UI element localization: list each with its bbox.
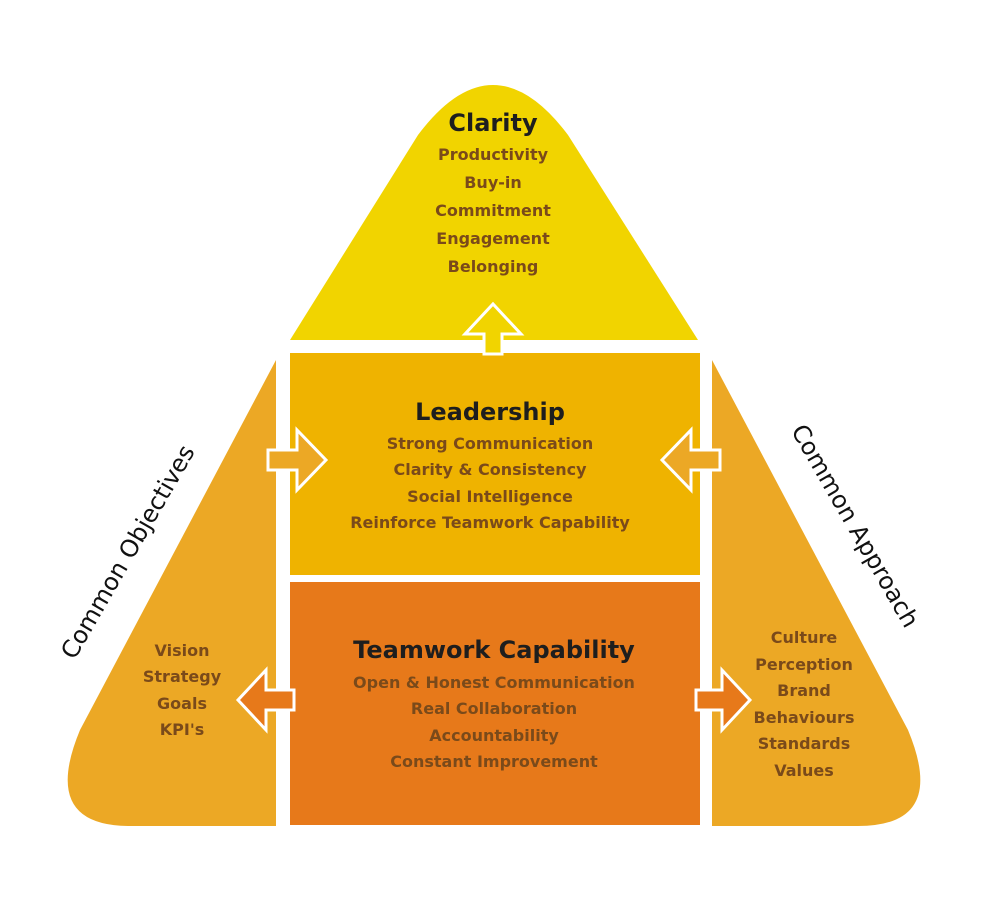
clarity-item: Engagement: [436, 229, 550, 248]
leadership-block: [290, 353, 700, 575]
objectives-item: Strategy: [143, 667, 222, 686]
arrow-approach-to-leadership: [659, 426, 722, 494]
clarity-item: Buy-in: [464, 173, 522, 192]
approach-item: Behaviours: [754, 708, 855, 727]
common-approach-panel: [712, 360, 921, 826]
teamwork-item: Accountability: [429, 726, 559, 745]
objectives-item: Goals: [157, 694, 207, 713]
arrow-teamwork-to-approach: [694, 666, 753, 734]
approach-item: Perception: [755, 655, 853, 674]
clarity-item: Commitment: [435, 201, 551, 220]
leadership-item: Strong Communication: [387, 434, 594, 453]
approach-item: Values: [774, 761, 834, 780]
teamwork-capability-title: Teamwork Capability: [353, 636, 635, 664]
approach-item: Brand: [777, 681, 831, 700]
clarity-item: Belonging: [448, 257, 539, 276]
teamwork-capability-block: [290, 582, 700, 825]
arrow-objectives-to-leadership: [266, 426, 329, 494]
clarity-title: Clarity: [448, 109, 538, 137]
objectives-item: KPI's: [160, 720, 205, 739]
clarity-triangle: [290, 85, 698, 340]
leadership-item: Reinforce Teamwork Capability: [350, 513, 630, 532]
arrow-up-to-clarity: [461, 301, 525, 356]
leadership-item: Clarity & Consistency: [393, 460, 587, 479]
teamwork-item: Constant Improvement: [390, 752, 598, 771]
approach-item: Culture: [771, 628, 838, 647]
approach-item: Standards: [758, 734, 850, 753]
common-objectives-panel: [67, 360, 276, 826]
arrow-teamwork-to-objectives: [235, 666, 296, 734]
teamwork-item: Real Collaboration: [411, 699, 577, 718]
leadership-item: Social Intelligence: [407, 487, 573, 506]
leadership-title: Leadership: [415, 398, 565, 426]
teamwork-item: Open & Honest Communication: [353, 673, 635, 692]
clarity-item: Productivity: [438, 145, 549, 164]
objectives-item: Vision: [155, 641, 210, 660]
